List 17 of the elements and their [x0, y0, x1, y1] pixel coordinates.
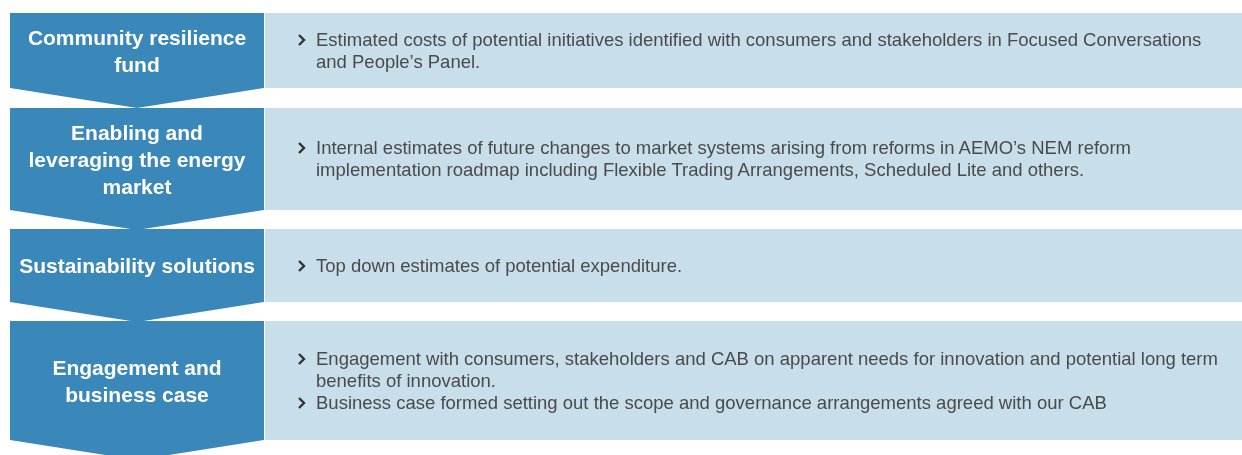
stage-title: Enabling and leveraging the energy market: [27, 119, 247, 200]
chevron-box: [10, 13, 264, 108]
bullet-text: Engagement with consumers, stakeholders and CAB on apparent needs for innovation and potential long term benefits of innovation.: [316, 347, 1219, 392]
bullet-text: Top down estimates of potential expenditure.: [316, 254, 683, 277]
chevron-box: [10, 321, 264, 455]
description-panel: [265, 13, 1242, 88]
description-panel: [265, 321, 1242, 440]
stage-title: Engagement and business case: [51, 354, 223, 408]
bullet-text: Internal estimates of future changes to market systems arising from reforms in AEMO’s NEM reform implementation roadmap including Flexible Trading Arrangements, Scheduled Lite and others.: [316, 137, 1132, 181]
stage-title: Sustainability solutions: [19, 253, 255, 279]
description-panel: [265, 108, 1242, 210]
bullet-text: Estimated costs of potential initiatives identified with consumers and stakeholders in Focused Conversations and People’s Panel.: [316, 28, 1203, 73]
chevron-box: [10, 229, 264, 322]
chevron-box: [10, 108, 264, 230]
description-panel: [265, 229, 1242, 302]
stage-title: Community resilience fund: [26, 24, 248, 78]
bullet-text: Business case formed setting out the scope and governance arrangements agreed with our CAB: [316, 391, 1107, 414]
